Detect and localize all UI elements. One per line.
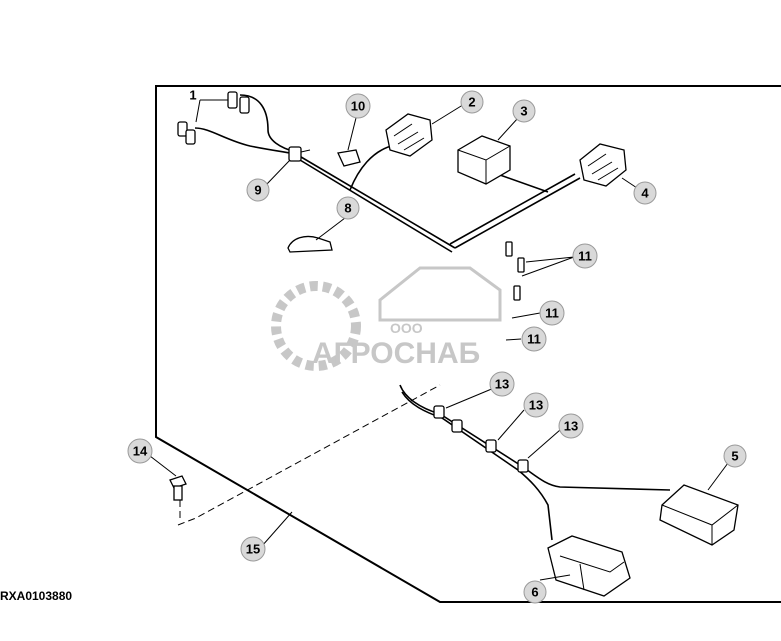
connector-4 xyxy=(579,143,627,187)
svg-text:11: 11 xyxy=(527,332,541,347)
figure-reference-code: RXA0103880 xyxy=(0,589,73,603)
svg-text:13: 13 xyxy=(529,398,543,413)
callout-13-c: 13 xyxy=(558,413,584,439)
callout-2: 2 xyxy=(460,90,484,114)
leader-lines xyxy=(149,99,729,581)
connector-5 xyxy=(659,484,739,546)
svg-text:9: 9 xyxy=(254,183,261,198)
connector-6 xyxy=(547,535,631,597)
svg-text:11: 11 xyxy=(545,306,559,321)
svg-text:5: 5 xyxy=(731,449,738,464)
callout-8: 8 xyxy=(336,196,360,220)
callout-13-a: 13 xyxy=(489,371,515,397)
callout-1: 1 xyxy=(189,88,196,103)
callout-11-a: 11 xyxy=(572,243,598,269)
clip-9 xyxy=(288,146,311,162)
svg-text:13: 13 xyxy=(564,419,578,434)
callout-11-b: 11 xyxy=(539,300,565,326)
panel-frame xyxy=(155,85,781,603)
svg-text:2: 2 xyxy=(468,95,475,110)
watermark: ООО АГРОСНАБ xyxy=(271,266,502,371)
callout-4: 4 xyxy=(633,181,657,205)
bolt-14 xyxy=(169,475,187,501)
svg-text:15: 15 xyxy=(246,542,260,557)
watermark-prefix: ООО xyxy=(390,320,423,336)
svg-text:8: 8 xyxy=(344,201,351,216)
svg-text:6: 6 xyxy=(531,585,538,600)
svg-text:11: 11 xyxy=(578,249,592,264)
svg-text:13: 13 xyxy=(495,377,509,392)
svg-text:4: 4 xyxy=(641,186,649,201)
callout-14: 14 xyxy=(127,438,153,464)
callout-3: 3 xyxy=(512,99,536,123)
callout-5: 5 xyxy=(723,444,747,468)
callout-11-c: 11 xyxy=(521,326,547,352)
callout-13-b: 13 xyxy=(523,392,549,418)
svg-text:1: 1 xyxy=(189,88,196,103)
module-3 xyxy=(457,135,511,185)
fasteners-11 xyxy=(505,241,525,301)
svg-text:14: 14 xyxy=(133,444,148,459)
bracket-10 xyxy=(337,149,361,167)
callout-6: 6 xyxy=(523,580,547,604)
wire-harness xyxy=(177,94,671,541)
svg-text:3: 3 xyxy=(520,104,527,119)
callout-15: 15 xyxy=(240,536,266,562)
clamp-8 xyxy=(287,235,333,253)
svg-text:10: 10 xyxy=(351,99,365,114)
callout-10: 10 xyxy=(345,93,371,119)
connector-2 xyxy=(385,113,433,157)
watermark-company-name: АГРОСНАБ xyxy=(312,337,480,370)
clips-13 xyxy=(433,405,529,473)
sensor-connectors-1 xyxy=(177,91,250,145)
callout-9: 9 xyxy=(246,178,270,202)
